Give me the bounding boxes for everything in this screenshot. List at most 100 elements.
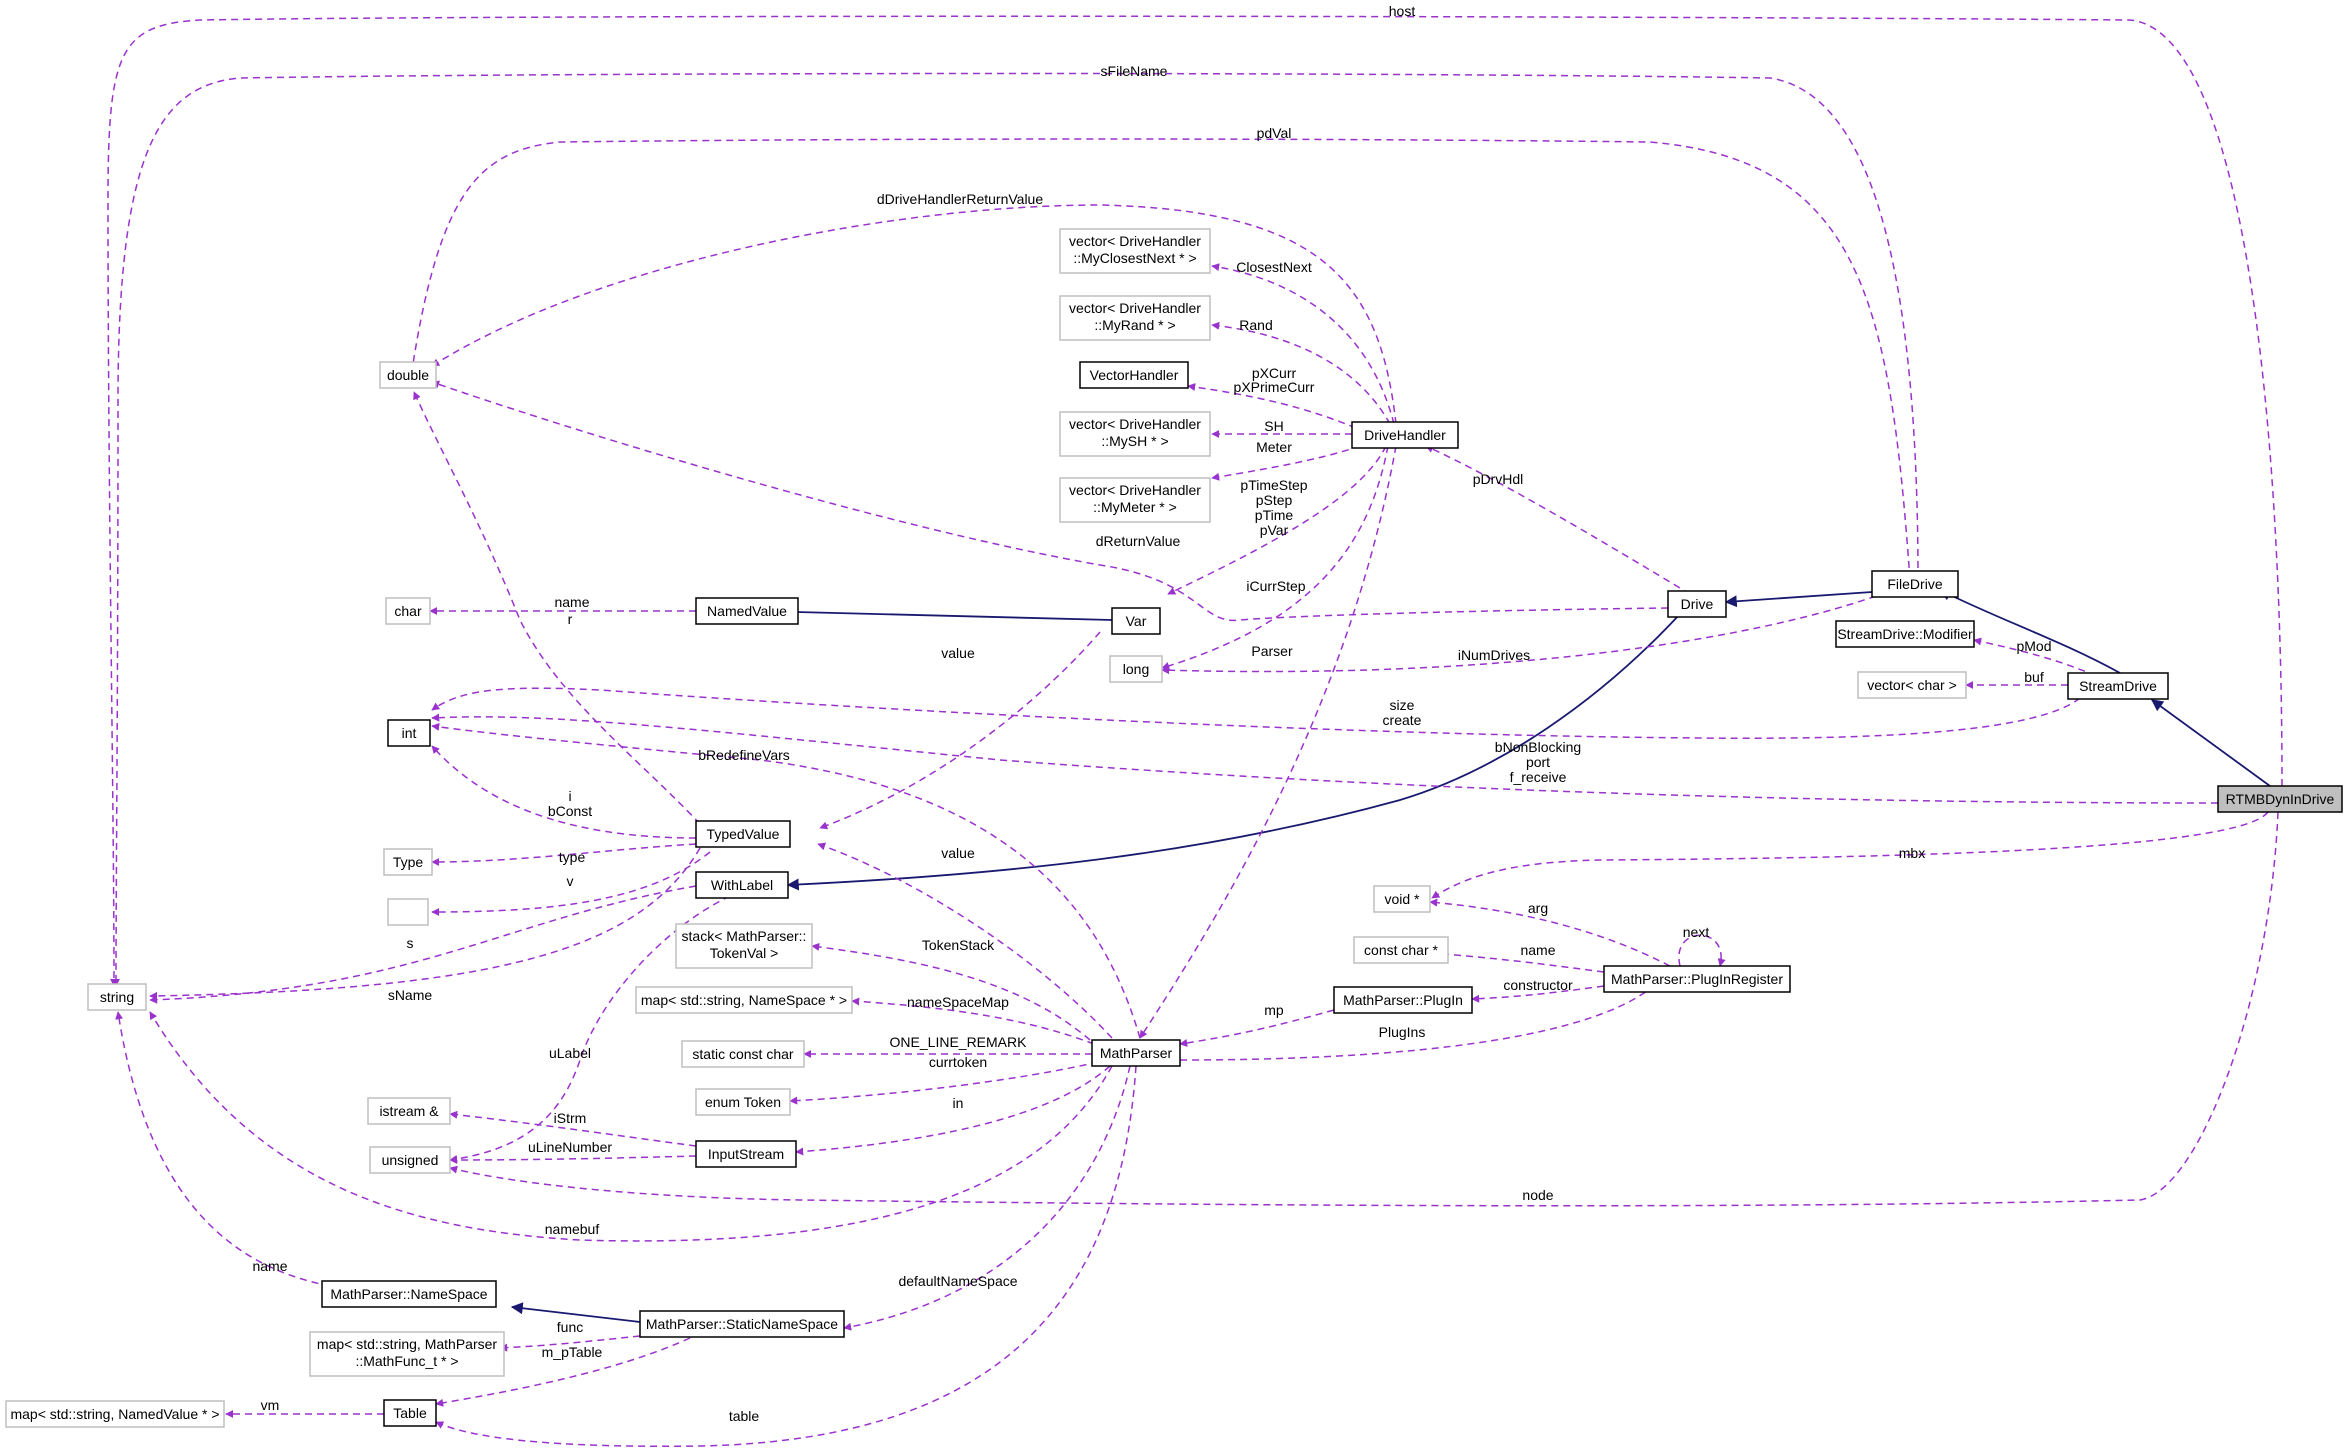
node-drive[interactable]: Drive [1667,590,1727,618]
label-table: table [729,1408,760,1424]
edge-pdval: pdVal [409,125,1911,581]
svg-text:const char *: const char * [1364,942,1438,958]
edge-sfilename: sFileName [112,63,1919,987]
node-filedrive[interactable]: FileDrive [1871,570,1959,598]
edge-plugins: PlugIns [1179,979,1661,1061]
edge-tokenstack: TokenStack [811,937,1091,1041]
node-vector-myrand[interactable]: vector< DriveHandler ::MyRand * > [1059,295,1211,341]
node-drivehandler[interactable]: DriveHandler [1351,421,1459,449]
edge-arg: arg [1429,898,1671,967]
svg-text:FileDrive: FileDrive [1887,576,1942,592]
label-name-char: name [554,594,589,610]
edge-value-mp: value [817,842,1113,1039]
node-withlabel[interactable]: WithLabel [695,871,789,899]
label-pxprimecurr: pXPrimeCurr [1234,379,1315,395]
node-mathparser[interactable]: MathParser [1091,1039,1181,1067]
label-defaultnamespace: defaultNameSpace [898,1273,1017,1289]
svg-text:char: char [394,603,422,619]
edge-in: in [795,1065,1111,1156]
edge-node: node [449,811,2279,1207]
node-mathparser-pluginregister[interactable]: MathParser::PlugInRegister [1603,965,1791,993]
svg-text:TokenVal >: TokenVal > [710,945,779,961]
edge-name-namespace: name [115,1011,331,1287]
label-arg: arg [1528,900,1548,916]
node-map-namedvalue[interactable]: map< std::string, NamedValue * > [5,1400,225,1428]
edge-sh: SH [1211,418,1352,438]
svg-text:InputStream: InputStream [708,1146,784,1162]
node-streamdrive[interactable]: StreamDrive [2067,672,2169,700]
svg-text:MathParser::NameSpace: MathParser::NameSpace [330,1286,487,1302]
node-vector-mymeter[interactable]: vector< DriveHandler ::MyMeter * > [1059,477,1211,523]
svg-text:vector< char >: vector< char > [1867,677,1957,693]
edge-name-char: name [429,594,696,615]
svg-text:Table: Table [393,1405,427,1421]
node-vector-myclosestnext[interactable]: vector< DriveHandler ::MyClosestNext * > [1059,228,1211,274]
node-inputstream[interactable]: InputStream [695,1140,797,1168]
svg-text:istream &: istream & [379,1103,439,1119]
node-int[interactable]: int [387,719,431,747]
edge-s: s [149,847,701,1000]
edge-ulabel: uLabel [449,895,731,1163]
node-mathparser-plugin[interactable]: MathParser::PlugIn [1333,986,1473,1014]
node-long[interactable]: long [1109,655,1163,683]
label-size: size [1390,697,1415,713]
node-table[interactable]: Table [383,1399,437,1427]
node-vector-char[interactable]: vector< char > [1857,671,1967,699]
label-mbx: mbx [1899,845,1925,861]
node-rtmbdynindrive[interactable]: RTMBDynInDrive [2217,785,2343,813]
edge-rand: Rand [1211,317,1391,425]
label-bredefinevars: bRedefineVars [698,747,790,763]
svg-text:map< std::string, NameSpace *: map< std::string, NameSpace * > [641,992,847,1008]
label-r: r [568,611,573,627]
node-static-const-char[interactable]: static const char [681,1040,805,1068]
edge-icurrstep: iCurrStep [1161,445,1389,670]
node-vectorhandler[interactable]: VectorHandler [1079,361,1189,389]
label-icurrstep: iCurrStep [1246,578,1305,594]
label-closestnext: ClosestNext [1236,259,1312,275]
edge-type: type [431,843,697,866]
node-istream-ref[interactable]: istream & [367,1097,451,1125]
edge-one-line-remark: ONE_LINE_REMARK [803,1034,1092,1058]
edge-constructor: constructor [1471,977,1605,1003]
svg-text:TypedValue: TypedValue [707,826,780,842]
node-const-char-ptr[interactable]: const char * [1353,936,1449,964]
node-string[interactable]: string [87,983,147,1011]
edge-meter: Meter [1211,439,1361,481]
label-ulinenumber: uLineNumber [528,1139,612,1155]
node-typedvalue[interactable]: TypedValue [695,820,791,848]
svg-text:vector< DriveHandler: vector< DriveHandler [1069,300,1201,316]
edge-istrm: iStrm [449,1110,697,1147]
node-empty[interactable] [387,898,429,926]
label-rand: Rand [1239,317,1272,333]
node-var[interactable]: Var [1111,607,1161,635]
label-ptime: pTime [1255,507,1294,523]
node-unsigned[interactable]: unsigned [369,1146,451,1174]
node-streamdrive-modifier[interactable]: StreamDrive::Modifier [1835,620,1975,648]
svg-text:long: long [1123,661,1149,677]
label-tokenstack: TokenStack [922,937,995,953]
node-mathparser-staticnamespace[interactable]: MathParser::StaticNameSpace [639,1310,845,1338]
node-map-namespace[interactable]: map< std::string, NameSpace * > [635,986,853,1014]
edge-dreturnvalue: dReturnValue [431,380,1669,622]
node-char[interactable]: char [385,597,431,625]
node-stack-tokenval[interactable]: stack< MathParser:: TokenVal > [675,923,813,969]
node-namedvalue[interactable]: NamedValue [695,597,799,625]
node-map-mathfunc[interactable]: map< std::string, MathParser ::MathFunc_… [309,1331,505,1377]
label-constructor: constructor [1503,977,1573,993]
svg-text:string: string [100,989,134,1005]
node-type[interactable]: Type [383,848,433,876]
node-vector-mysh[interactable]: vector< DriveHandler ::MySH * > [1059,411,1211,457]
svg-text:Var: Var [1126,613,1147,629]
label-value-var: value [941,645,975,661]
edge-pdrvhdl: pDrvHdl [1425,445,1691,595]
edge-table: table [435,1065,1137,1447]
label-one-line-remark: ONE_LINE_REMARK [890,1034,1028,1050]
node-enum-token[interactable]: enum Token [695,1088,791,1116]
node-mathparser-namespace[interactable]: MathParser::NameSpace [321,1280,497,1308]
node-double[interactable]: double [379,361,437,389]
edge-pmod: pMod [1973,637,2097,677]
edge-buf: buf [1965,669,2068,689]
node-void-ptr[interactable]: void * [1373,885,1431,913]
svg-text:StreamDrive::Modifier: StreamDrive::Modifier [1837,626,1973,642]
edge-filedrive-to-drive [1724,591,1873,608]
